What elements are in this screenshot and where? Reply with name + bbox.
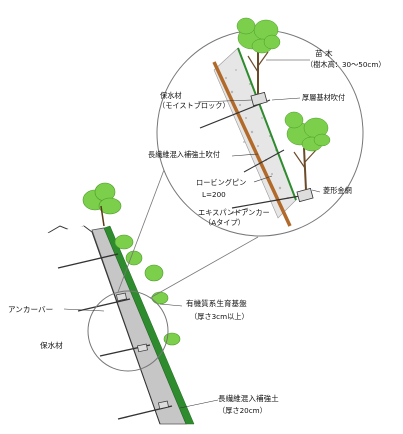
- vegetation-base-thickness-label: （厚さ3cm以上）: [190, 312, 249, 321]
- reinforcing-bar: [212, 61, 292, 227]
- roping-pin-length-label: L=200: [202, 190, 226, 199]
- water-block-detail-2: [296, 187, 314, 203]
- ground-boundary: [83, 225, 161, 425]
- water-block-detail-1: [250, 91, 268, 107]
- anchor-bar-label: アンカーバー: [8, 305, 54, 314]
- vegetation-strip: [237, 47, 297, 201]
- roping-pin-label: ロービングピン: [196, 178, 247, 187]
- vegetation-surface: [103, 225, 195, 425]
- leader-lines-lower: [63, 303, 219, 409]
- seedling-tree-1: [236, 17, 281, 94]
- reinforced-soil-label: 長繊維混入補強土: [218, 394, 279, 403]
- seedling-size-label: （樹木高：30～50cm）: [306, 60, 386, 69]
- anchor-bar-1: [57, 253, 119, 269]
- shrub-stem: [100, 205, 105, 227]
- long-fiber-label: 長繊維混入補強土吹付: [148, 150, 220, 159]
- expand-anchor-label: エキスパンドアンカー: [198, 208, 270, 217]
- connector-line-2: [149, 236, 259, 299]
- connector-line-1: [117, 153, 171, 293]
- slope-shrubs: [82, 182, 181, 346]
- thick-layer-label: 厚層基材吹付: [302, 93, 346, 102]
- detail-circle-small: [87, 290, 169, 372]
- seedling-tree-2: [284, 111, 331, 191]
- slope-section: [47, 182, 195, 425]
- water-material-main-label: 保水材: [40, 341, 63, 350]
- water-material-product-label: （モイストブロック）: [158, 101, 230, 110]
- water-block-3: [158, 400, 169, 410]
- water-material-label: 保水材: [160, 91, 182, 100]
- anchor-detail-2: [231, 195, 301, 209]
- anchor-bar-2: [77, 298, 131, 312]
- roving-pin-detail: [243, 149, 285, 173]
- water-block-1: [116, 292, 127, 302]
- wire-mesh-label: 菱形金網: [323, 186, 352, 195]
- expand-anchor-type-label: （Aタイプ）: [204, 218, 245, 227]
- water-block-2: [137, 343, 148, 353]
- leader-lines: [197, 59, 321, 215]
- detail-view: [197, 17, 331, 227]
- reinforced-soil-thickness-label: （厚さ20cm）: [218, 406, 267, 415]
- seedling-label: 苗 木: [315, 49, 333, 58]
- vegetation-base-label: 有機質系生育基盤: [186, 299, 247, 308]
